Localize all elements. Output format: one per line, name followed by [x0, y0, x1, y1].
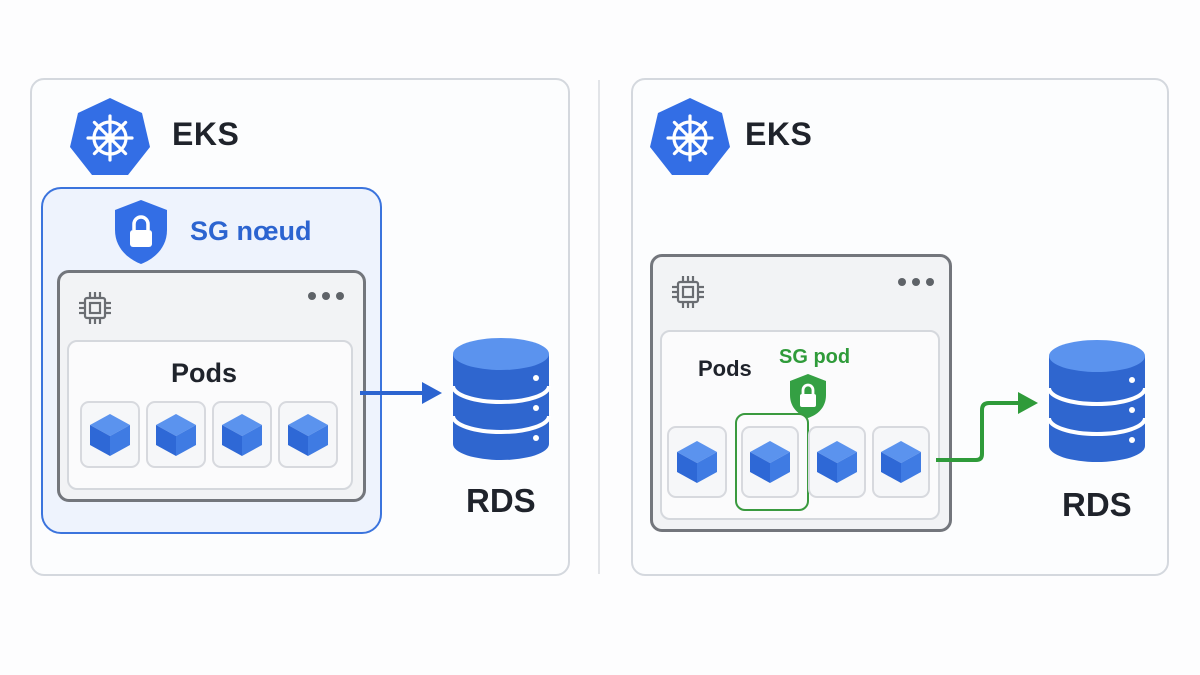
panel-divider [598, 80, 600, 574]
cube-icon [156, 413, 196, 456]
cluster-label: EKS [172, 116, 240, 152]
cube-icon [881, 441, 921, 483]
pod [808, 426, 866, 498]
pods-label: Pods [171, 358, 238, 388]
pod-secured [741, 426, 799, 498]
more-dots-icon[interactable] [306, 290, 346, 302]
pod [212, 401, 272, 468]
connection-arrow [360, 382, 442, 404]
kubernetes-icon [650, 98, 730, 175]
cube-icon [817, 441, 857, 483]
cpu-chip-icon [79, 292, 111, 324]
pod [80, 401, 140, 468]
cluster-label: EKS [745, 116, 813, 152]
cube-icon [222, 413, 262, 456]
pod [667, 426, 727, 498]
shield-lock-icon [115, 200, 167, 264]
cube-icon [90, 413, 130, 456]
database-icon [451, 338, 551, 460]
sg-node-label: SG nœud [190, 216, 312, 246]
pod [872, 426, 930, 498]
connection-arrow [936, 392, 1038, 462]
pods-label: Pods [698, 356, 752, 381]
cube-icon [288, 413, 328, 456]
kubernetes-icon [70, 98, 150, 175]
cpu-chip-icon [672, 276, 704, 308]
sg-pod-label: SG pod [779, 346, 851, 368]
shield-lock-icon [790, 374, 826, 418]
database-icon [1047, 340, 1147, 462]
pod [146, 401, 206, 468]
cube-icon [750, 441, 790, 483]
rds-label: RDS [466, 482, 536, 519]
rds-label: RDS [1062, 486, 1132, 523]
more-dots-icon[interactable] [896, 276, 936, 288]
pod [278, 401, 338, 468]
cube-icon [677, 441, 717, 483]
